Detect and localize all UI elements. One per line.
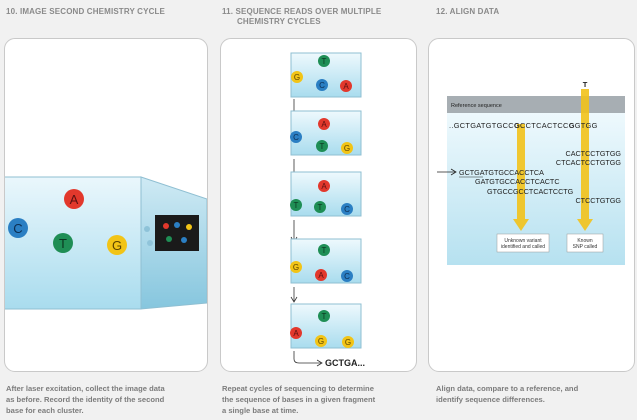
svg-text:A: A: [343, 82, 349, 91]
unknown-variant-label-line-1: Unknown variant: [504, 238, 542, 244]
arrow-down-icon: [290, 296, 298, 303]
svg-text:G: G: [293, 263, 299, 272]
cluster-t-label: T: [59, 236, 67, 251]
known-snp-label-line-2: SNP called: [573, 244, 598, 250]
svg-text:G: G: [318, 337, 324, 346]
svg-text:A: A: [321, 182, 327, 191]
cluster-a: [64, 189, 84, 209]
panel-11-heading-line-1: 11. SEQUENCE READS OVER MULTIPLE: [222, 7, 382, 16]
cluster-g: [107, 235, 127, 255]
panel-11-card: G T C A A C T G A T T C T G A: [220, 38, 417, 372]
panel-12-heading: 12. ALIGN DATA: [436, 7, 500, 16]
arrow-right-icon: [450, 168, 457, 176]
panel-12-caption-line-1: Align data, compare to a reference, and: [436, 384, 579, 393]
arrow-right-icon: [316, 359, 323, 367]
cycle-3-image: A T T C: [290, 171, 362, 217]
camera-view: [155, 215, 199, 251]
unknown-variant-label-line-2: identified and called: [501, 244, 545, 250]
svg-text:A: A: [293, 329, 299, 338]
reference-header: [447, 96, 625, 113]
cluster-c: [8, 218, 28, 238]
reference-label: Reference sequence: [451, 103, 502, 109]
read-5: GTGCCGCCTCACTCCTG: [487, 187, 574, 196]
sequence-result: GCTGA...: [325, 358, 365, 368]
svg-text:G: G: [344, 144, 350, 153]
svg-text:T: T: [322, 246, 327, 255]
panel-11-caption: Repeat cycles of sequencing to determine…: [222, 383, 375, 416]
cycle-4-image: T G A C: [290, 238, 362, 284]
panel-11-heading-line-2: CHEMISTRY CYCLES: [237, 17, 321, 26]
panel-10-caption-line-3: base for each cluster.: [6, 406, 84, 415]
camera-dot-c2: [181, 237, 187, 243]
svg-text:T: T: [318, 203, 323, 212]
camera-dot-g: [186, 224, 192, 230]
read-3: GCTGATGTGCCACCTCA: [459, 168, 544, 177]
camera-dot-t: [166, 236, 172, 242]
cycle-2-image: A C T G: [290, 110, 362, 156]
panel-11-heading: 11. SEQUENCE READS OVER MULTIPLE CHEMIST…: [222, 7, 381, 27]
panel-12-caption-line-2: identify sequence differences.: [436, 395, 545, 404]
panel-12-caption: Align data, compare to a reference, and …: [436, 383, 578, 405]
panel-10-heading: 10. IMAGE SECOND CHEMISTRY CYCLE: [6, 7, 166, 16]
snp-top-t: T: [583, 80, 588, 89]
svg-text:C: C: [319, 81, 325, 90]
known-snp-arrow: [577, 89, 593, 231]
read-2: CTCACTCCTGTGG: [556, 158, 621, 167]
camera-dot-a: [163, 223, 169, 229]
svg-text:G: G: [345, 338, 351, 347]
panel-10-card: A C T G: [4, 38, 208, 372]
cluster-c-label: C: [13, 221, 22, 236]
faint-dot: [147, 240, 153, 246]
svg-text:T: T: [322, 57, 327, 66]
panel-11-caption-line-1: Repeat cycles of sequencing to determine: [222, 384, 374, 393]
faint-dot: [144, 226, 150, 232]
cycle-1-image: G T C A: [290, 52, 362, 98]
read-1: CACTCCTGTGG: [566, 149, 622, 158]
svg-text:C: C: [344, 272, 350, 281]
panel-11-caption-line-3: a single base at time.: [222, 406, 299, 415]
reference-sequence: ..GCTGATGTGCCGCCTCACTCCGGTGG: [449, 121, 598, 130]
panel-11-caption-line-2: the sequence of bases in a given fragmen…: [222, 395, 376, 404]
alignment-diagram: Reference sequence T ..GCTGATGTGCCGCCTCA…: [437, 80, 625, 265]
svg-text:C: C: [344, 205, 350, 214]
svg-text:T: T: [320, 142, 325, 151]
cluster-g-label: G: [112, 238, 122, 253]
unknown-variant-arrow: [513, 124, 529, 231]
svg-text:A: A: [321, 120, 327, 129]
svg-text:G: G: [294, 73, 300, 82]
cluster-a-label: A: [70, 192, 79, 207]
read-4: GATGTGCCACCTCACTC: [475, 177, 560, 186]
camera-dot-c: [174, 222, 180, 228]
svg-text:T: T: [294, 201, 299, 210]
svg-text:T: T: [322, 312, 327, 321]
svg-text:C: C: [293, 133, 299, 142]
cluster-t: [53, 233, 73, 253]
panel-10-caption-line-2: as before. Record the identity of the se…: [6, 395, 165, 404]
cycle-5-image: T A G G: [290, 303, 362, 349]
known-snp-label-box: [566, 233, 604, 253]
sequencing-cycles-diagram: G T C A A C T G A T T C T G A: [290, 52, 365, 368]
read-6: CTCCTGTGG: [575, 196, 621, 205]
panel-10-caption-line-1: After laser excitation, collect the imag…: [6, 384, 165, 393]
panel-12-card: Reference sequence T ..GCTGATGTGCCGCCTCA…: [428, 38, 635, 372]
panel-10-caption: After laser excitation, collect the imag…: [6, 383, 165, 416]
svg-text:A: A: [318, 271, 324, 280]
flowcell-image-diagram: A C T G: [5, 176, 207, 310]
known-snp-label-line-1: Known: [577, 238, 593, 244]
unknown-variant-label-box: [496, 233, 550, 253]
